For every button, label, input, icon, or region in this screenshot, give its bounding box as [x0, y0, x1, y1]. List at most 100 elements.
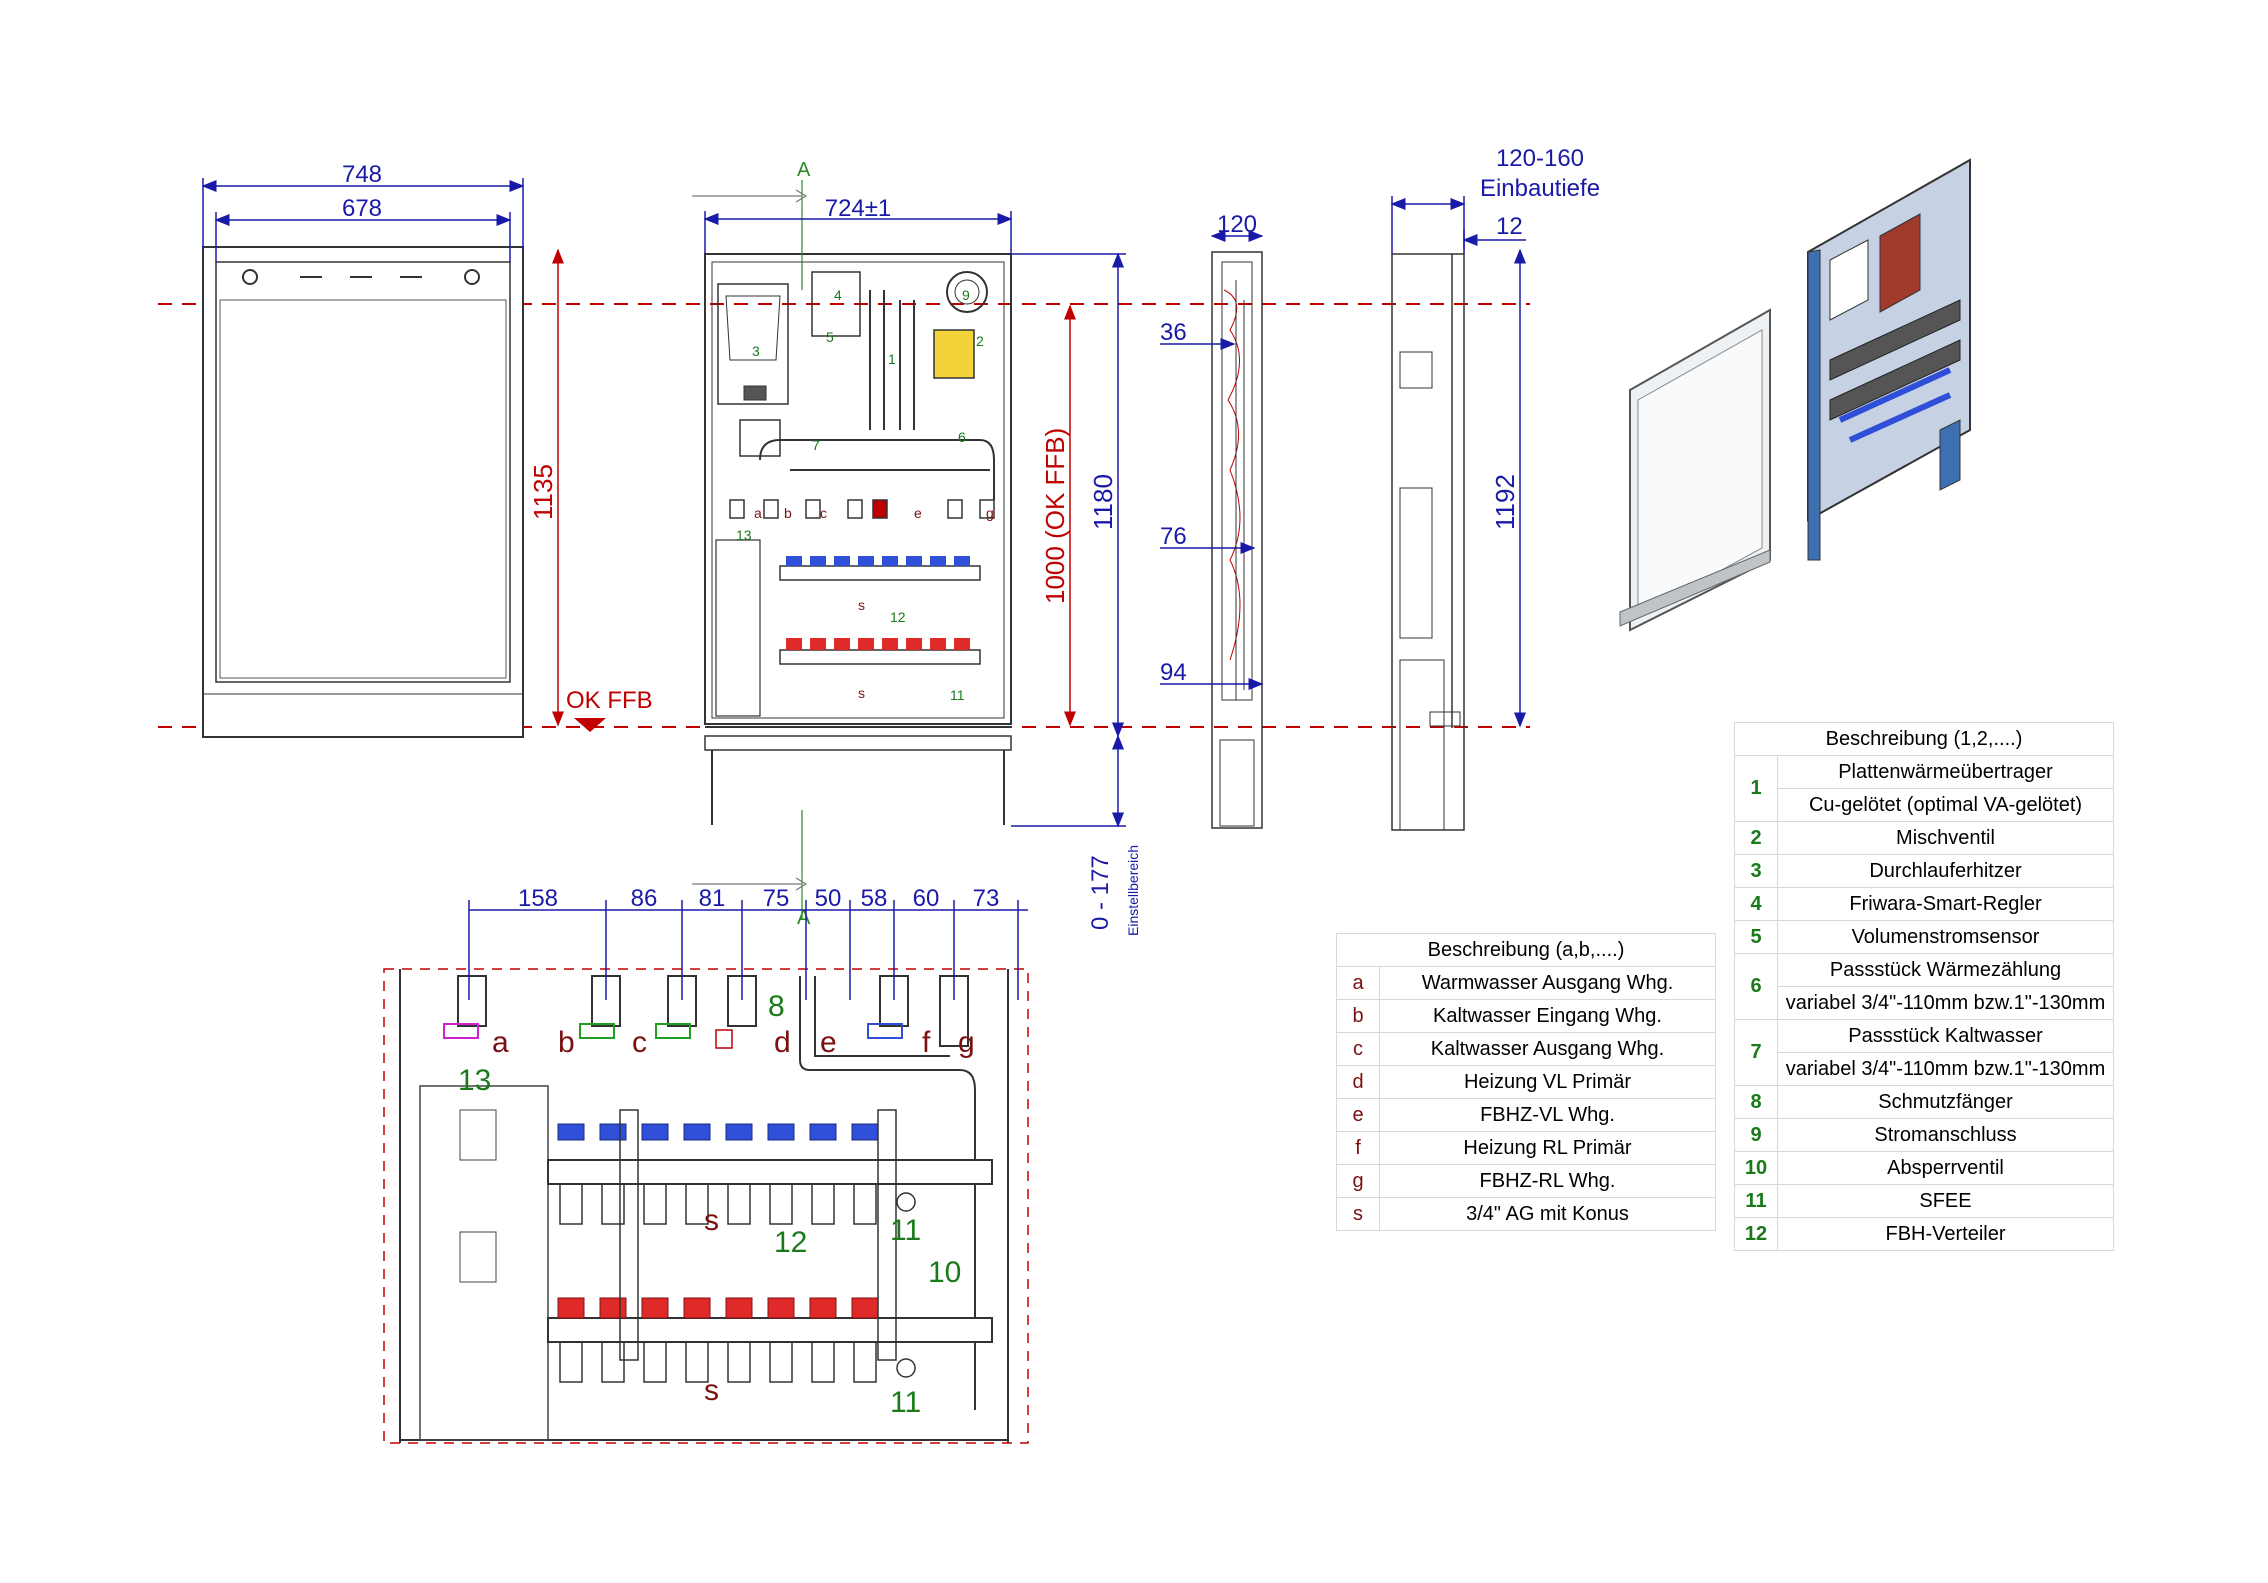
open-front-dimensions: [703, 211, 1126, 828]
legend-key: 12: [1734, 1217, 1778, 1251]
dim-60: 60: [913, 885, 940, 912]
legend-key: 1: [1734, 755, 1778, 822]
legend-text: Mischventil: [1777, 821, 2114, 855]
legend-row: variabel 3/4"-110mm bzw.1"-130mm: [1735, 986, 2114, 1020]
dim-75: 75: [763, 885, 790, 912]
legend-key: 11: [1734, 1184, 1778, 1218]
callout-2: 2: [976, 333, 984, 349]
legend-key: a: [1336, 966, 1380, 1000]
dim-120: 120: [1217, 211, 1257, 238]
legend-letters-header: Beschreibung (a,b,....): [1336, 933, 1716, 967]
dim-724: 724±1: [825, 195, 892, 222]
legend-text: 3/4" AG mit Konus: [1379, 1197, 1716, 1231]
legend-text: variabel 3/4"-110mm bzw.1"-130mm: [1777, 986, 2114, 1020]
legend-text: Passstück Kaltwasser: [1777, 1019, 2114, 1053]
dim-94: 94: [1160, 659, 1187, 686]
detail-manifold-valves: [557, 1109, 916, 1383]
legend-text: Friwara-Smart-Regler: [1777, 887, 2114, 921]
legend-key: 2: [1734, 821, 1778, 855]
legend-key: f: [1336, 1131, 1380, 1165]
dim-81: 81: [699, 885, 726, 912]
legend-text: Stromanschluss: [1777, 1118, 2114, 1152]
legend-numbers-header: Beschreibung (1,2,....): [1734, 722, 2114, 756]
legend-text: Cu-gelötet (optimal VA-gelötet): [1777, 788, 2114, 822]
legend-key: 10: [1734, 1151, 1778, 1185]
callout-7: 7: [812, 437, 820, 453]
dim-50: 50: [815, 885, 842, 912]
callout-b: b: [558, 1026, 575, 1059]
callout-b-small: b: [784, 505, 792, 521]
legend-text: Schmutzfänger: [1777, 1085, 2114, 1119]
legend-key: 6: [1734, 953, 1778, 1020]
callout-s-top: s: [704, 1204, 719, 1237]
callout-a: a: [492, 1026, 509, 1059]
dim-1000-ok-ffb: 1000 (OK FFB): [1040, 428, 1070, 604]
callout-11-bottom: 11: [890, 1386, 921, 1419]
side-dimensions: [1160, 230, 1264, 690]
legend-row: Cu-gelötet (optimal VA-gelötet): [1735, 788, 2114, 822]
legend-text: FBH-Verteiler: [1777, 1217, 2114, 1251]
dim-0-177: 0 - 177: [1087, 855, 1114, 930]
callout-1: 1: [888, 351, 896, 367]
dim-einstellbereich: Einstellbereich: [1125, 845, 1141, 936]
legend-text: Passstück Wärmezählung: [1777, 953, 2114, 987]
legend-key: g: [1336, 1164, 1380, 1198]
section-a-bottom: A: [797, 907, 811, 929]
dim-76: 76: [1160, 523, 1187, 550]
callout-4: 4: [834, 287, 842, 303]
callout-12: 12: [774, 1226, 807, 1259]
callout-11-small: 11: [950, 687, 965, 703]
section-line-a: [692, 180, 808, 920]
callout-10: 10: [928, 1256, 961, 1289]
dim-158: 158: [518, 885, 558, 912]
dim-1180: 1180: [1088, 474, 1118, 530]
detail-dimensions: [468, 900, 1028, 1000]
legend-text: Absperrventil: [1777, 1151, 2114, 1185]
callout-8: 8: [768, 990, 785, 1023]
callout-g-small: g: [986, 505, 994, 521]
callout-12-small: 12: [890, 609, 906, 625]
legend-text: Kaltwasser Ausgang Whg.: [1379, 1032, 1716, 1066]
callout-c: c: [632, 1026, 647, 1059]
callout-e-small: e: [914, 505, 922, 521]
section-a-top: A: [797, 159, 811, 181]
front-dimensions: [201, 178, 525, 262]
legend-text: FBHZ-VL Whg.: [1379, 1098, 1716, 1132]
callout-s-bottom: s: [704, 1374, 719, 1407]
dim-678: 678: [342, 195, 382, 222]
side-view-narrow: [1211, 251, 1263, 829]
legend-text: Warmwasser Ausgang Whg.: [1379, 966, 1716, 1000]
front-view-open: [704, 253, 1012, 825]
legend-row: variabel 3/4"-110mm bzw.1"-130mm: [1735, 1052, 2114, 1086]
ok-ffb-label: OK FFB: [566, 687, 653, 714]
legend-text: Kaltwasser Eingang Whg.: [1379, 999, 1716, 1033]
front-view-closed: [202, 246, 524, 738]
callout-a-small: a: [754, 505, 762, 521]
callout-g: g: [958, 1026, 975, 1059]
callout-3: 3: [752, 343, 760, 359]
dim-1135: 1135: [528, 464, 558, 520]
dim-12: 12: [1496, 213, 1523, 240]
dim-73: 73: [973, 885, 1000, 912]
ok-ffb-marker: [574, 718, 606, 732]
dim-120-160: 120-160: [1496, 145, 1584, 172]
legend-key: 9: [1734, 1118, 1778, 1152]
install-dimensions: [1390, 196, 1526, 728]
